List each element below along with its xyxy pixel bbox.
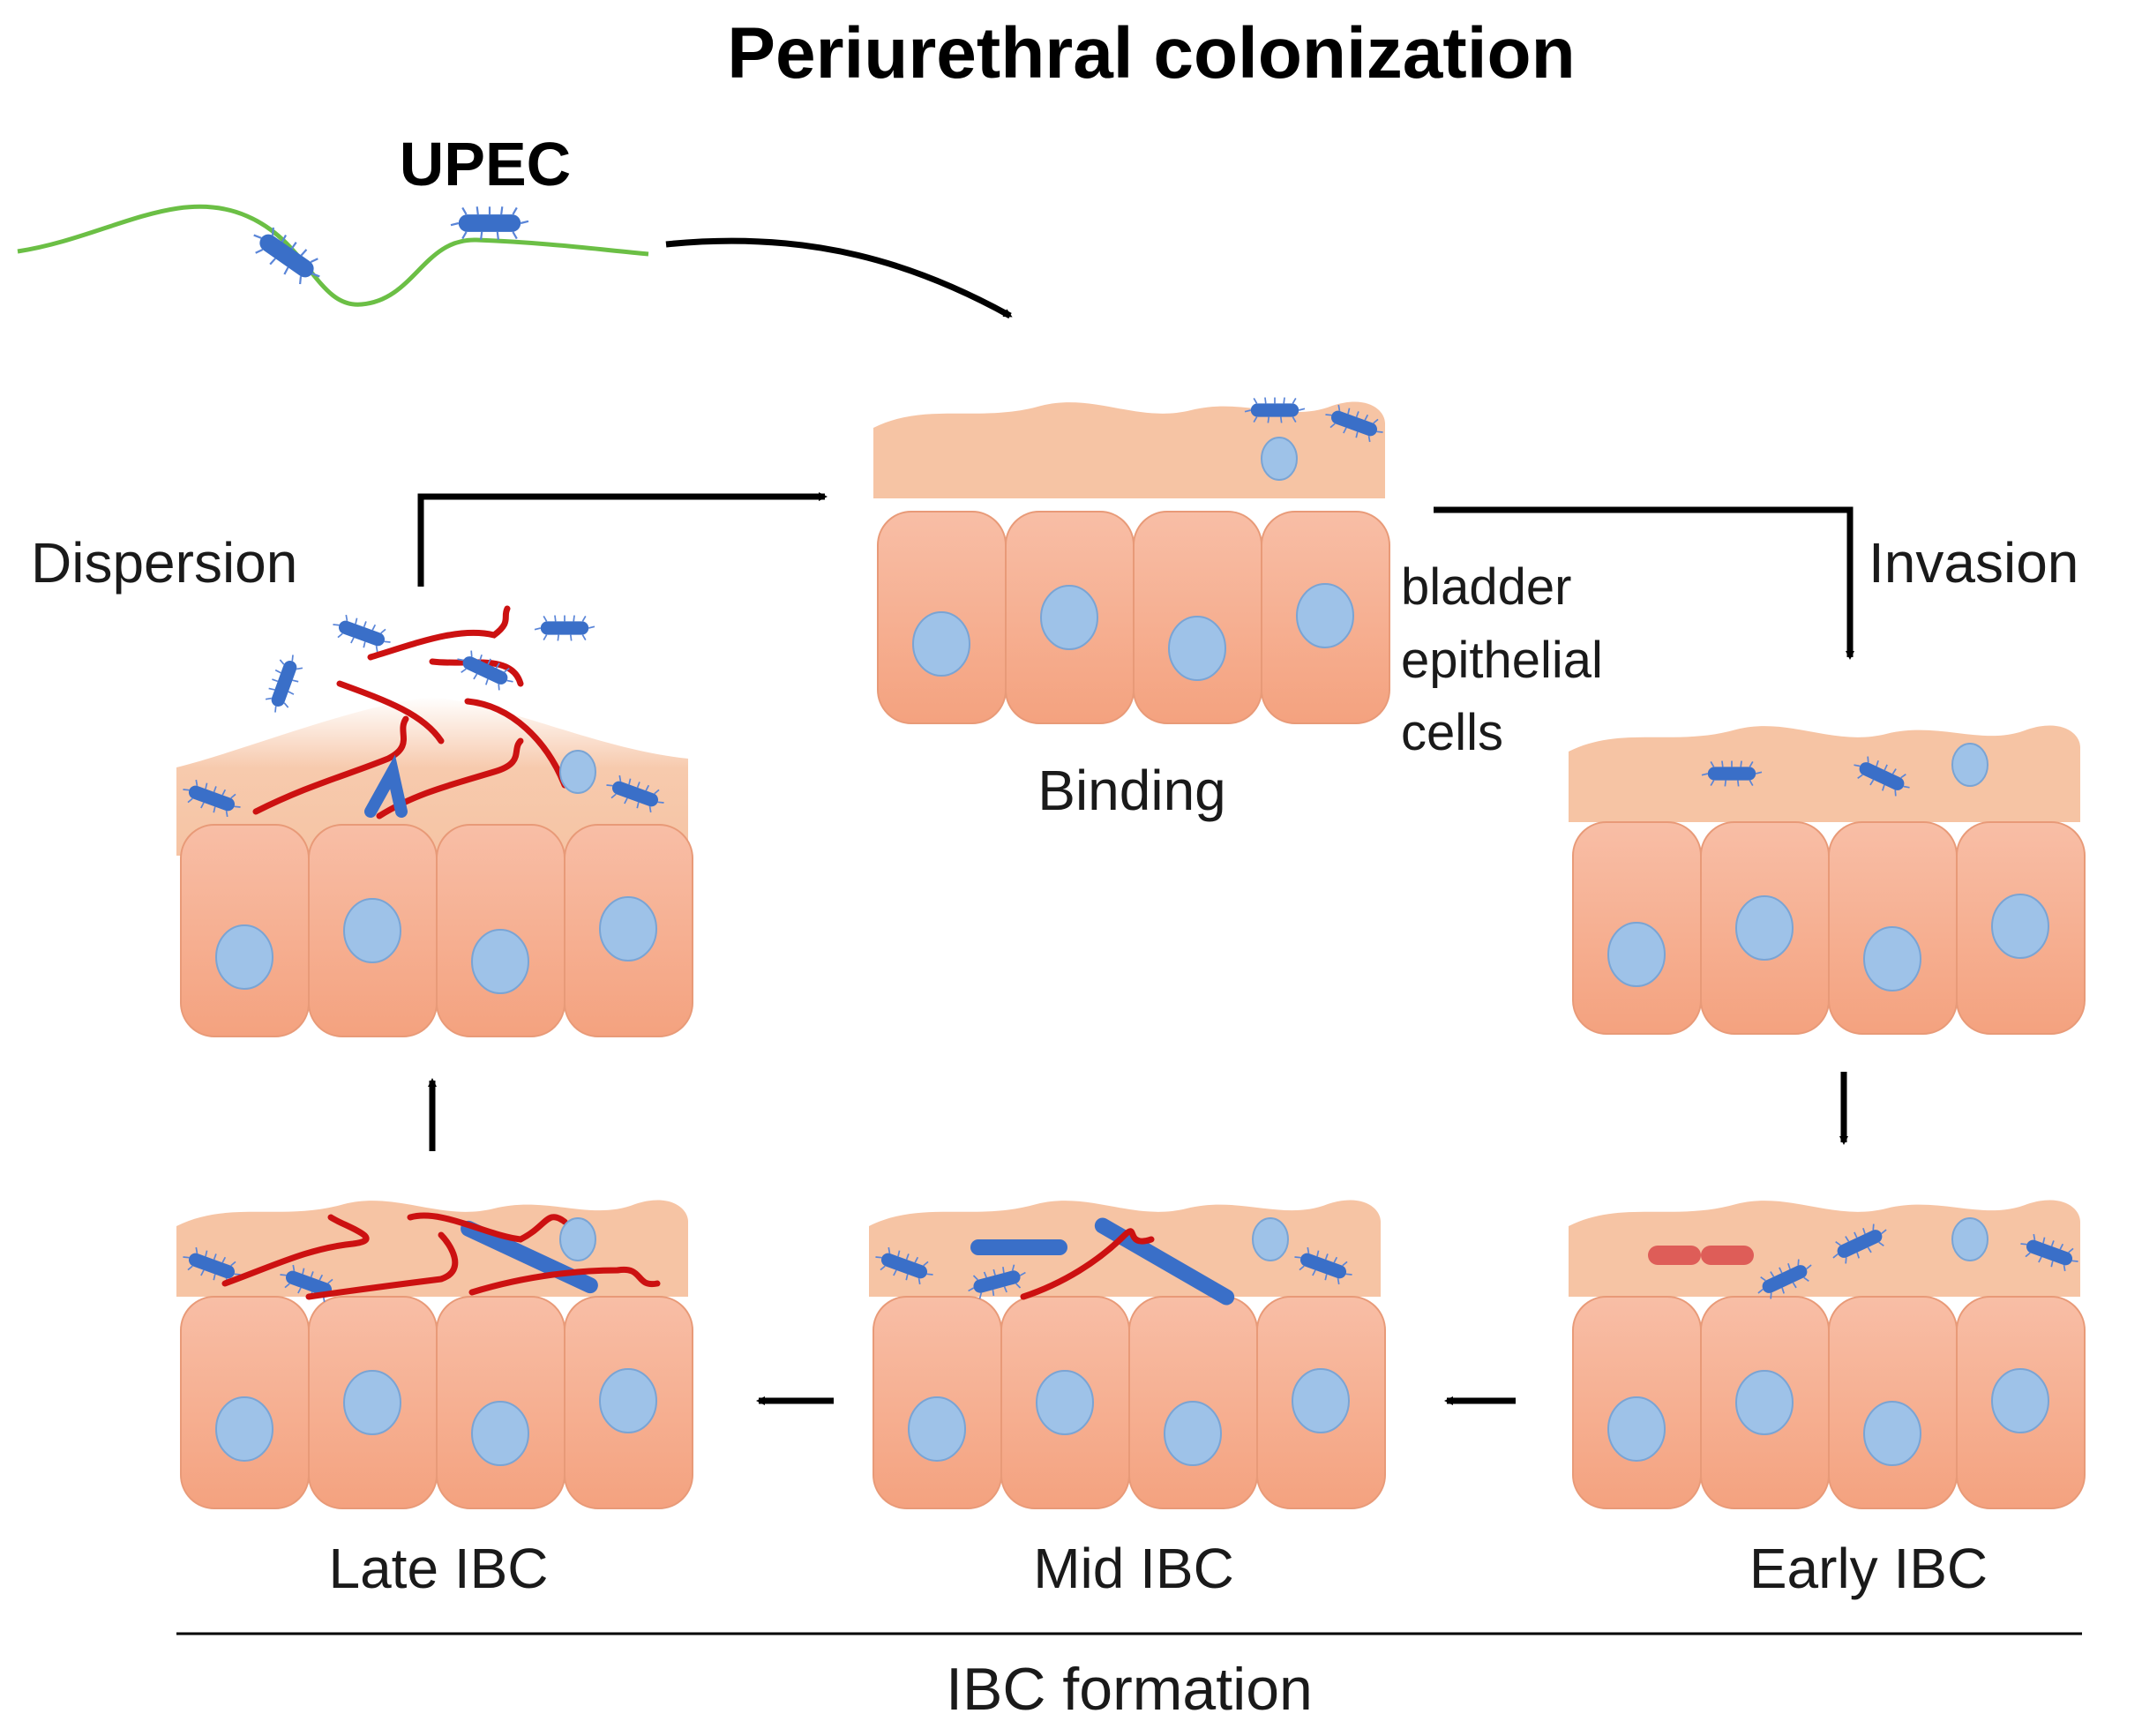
vesicle (559, 1217, 596, 1261)
upec-bacterium (244, 219, 329, 293)
stage-label-binding: Binding (1037, 759, 1226, 822)
released-bacterium (328, 610, 395, 657)
diagram-title: Periurethral colonization (727, 13, 1575, 94)
stage-dispersion (176, 658, 693, 1037)
released-bacterium (260, 650, 308, 717)
cell-label-line3: cells (1401, 704, 1503, 761)
upec-label: UPEC (400, 130, 571, 198)
released-filament (367, 605, 511, 661)
stage-invasion (1569, 725, 2086, 1035)
dividing-bacterium (1648, 1246, 1754, 1265)
upec-bacterium (449, 206, 530, 241)
filament (1020, 1228, 1155, 1300)
transition-label-dispersion: Dispersion (31, 531, 297, 595)
arrow-invasion (1434, 506, 1854, 660)
stage-label-late-ibc: Late IBC (328, 1537, 548, 1600)
bacterium (970, 1239, 1067, 1255)
vesicle (1951, 1217, 1988, 1261)
filament (305, 1231, 459, 1300)
cell-label-line2: epithelial (1401, 632, 1603, 689)
filament (336, 680, 445, 745)
released-bacterium (534, 614, 595, 642)
filament (221, 1214, 370, 1287)
vesicle (559, 750, 596, 794)
filament (468, 1266, 661, 1296)
arrow-colonization (665, 237, 1013, 319)
arrow-dispersion (417, 492, 828, 587)
bacterium (364, 754, 408, 818)
stage-label-mid-ibc: Mid IBC (1033, 1537, 1234, 1600)
bacterium (1094, 1217, 1235, 1306)
vesicle (1261, 437, 1298, 481)
transition-label-invasion: Invasion (1869, 531, 2078, 595)
footer-label: IBC formation (946, 1656, 1313, 1723)
stage-binding (873, 396, 1390, 724)
vesicle (1951, 743, 1988, 787)
upec-on-thread (17, 204, 649, 307)
stage-late-ibc (176, 1200, 693, 1509)
filament (376, 737, 524, 819)
filament (252, 715, 409, 815)
vesicle (1252, 1217, 1289, 1261)
filament (429, 658, 524, 687)
stage-label-early-ibc: Early IBC (1749, 1537, 1988, 1600)
stage-early-ibc (1569, 1200, 2086, 1509)
filament (464, 698, 568, 789)
filament (407, 1212, 568, 1243)
periurethral-thread (17, 204, 649, 307)
cell-label-line1: bladder (1401, 558, 1571, 616)
stage-mid-ibc (869, 1200, 1386, 1509)
